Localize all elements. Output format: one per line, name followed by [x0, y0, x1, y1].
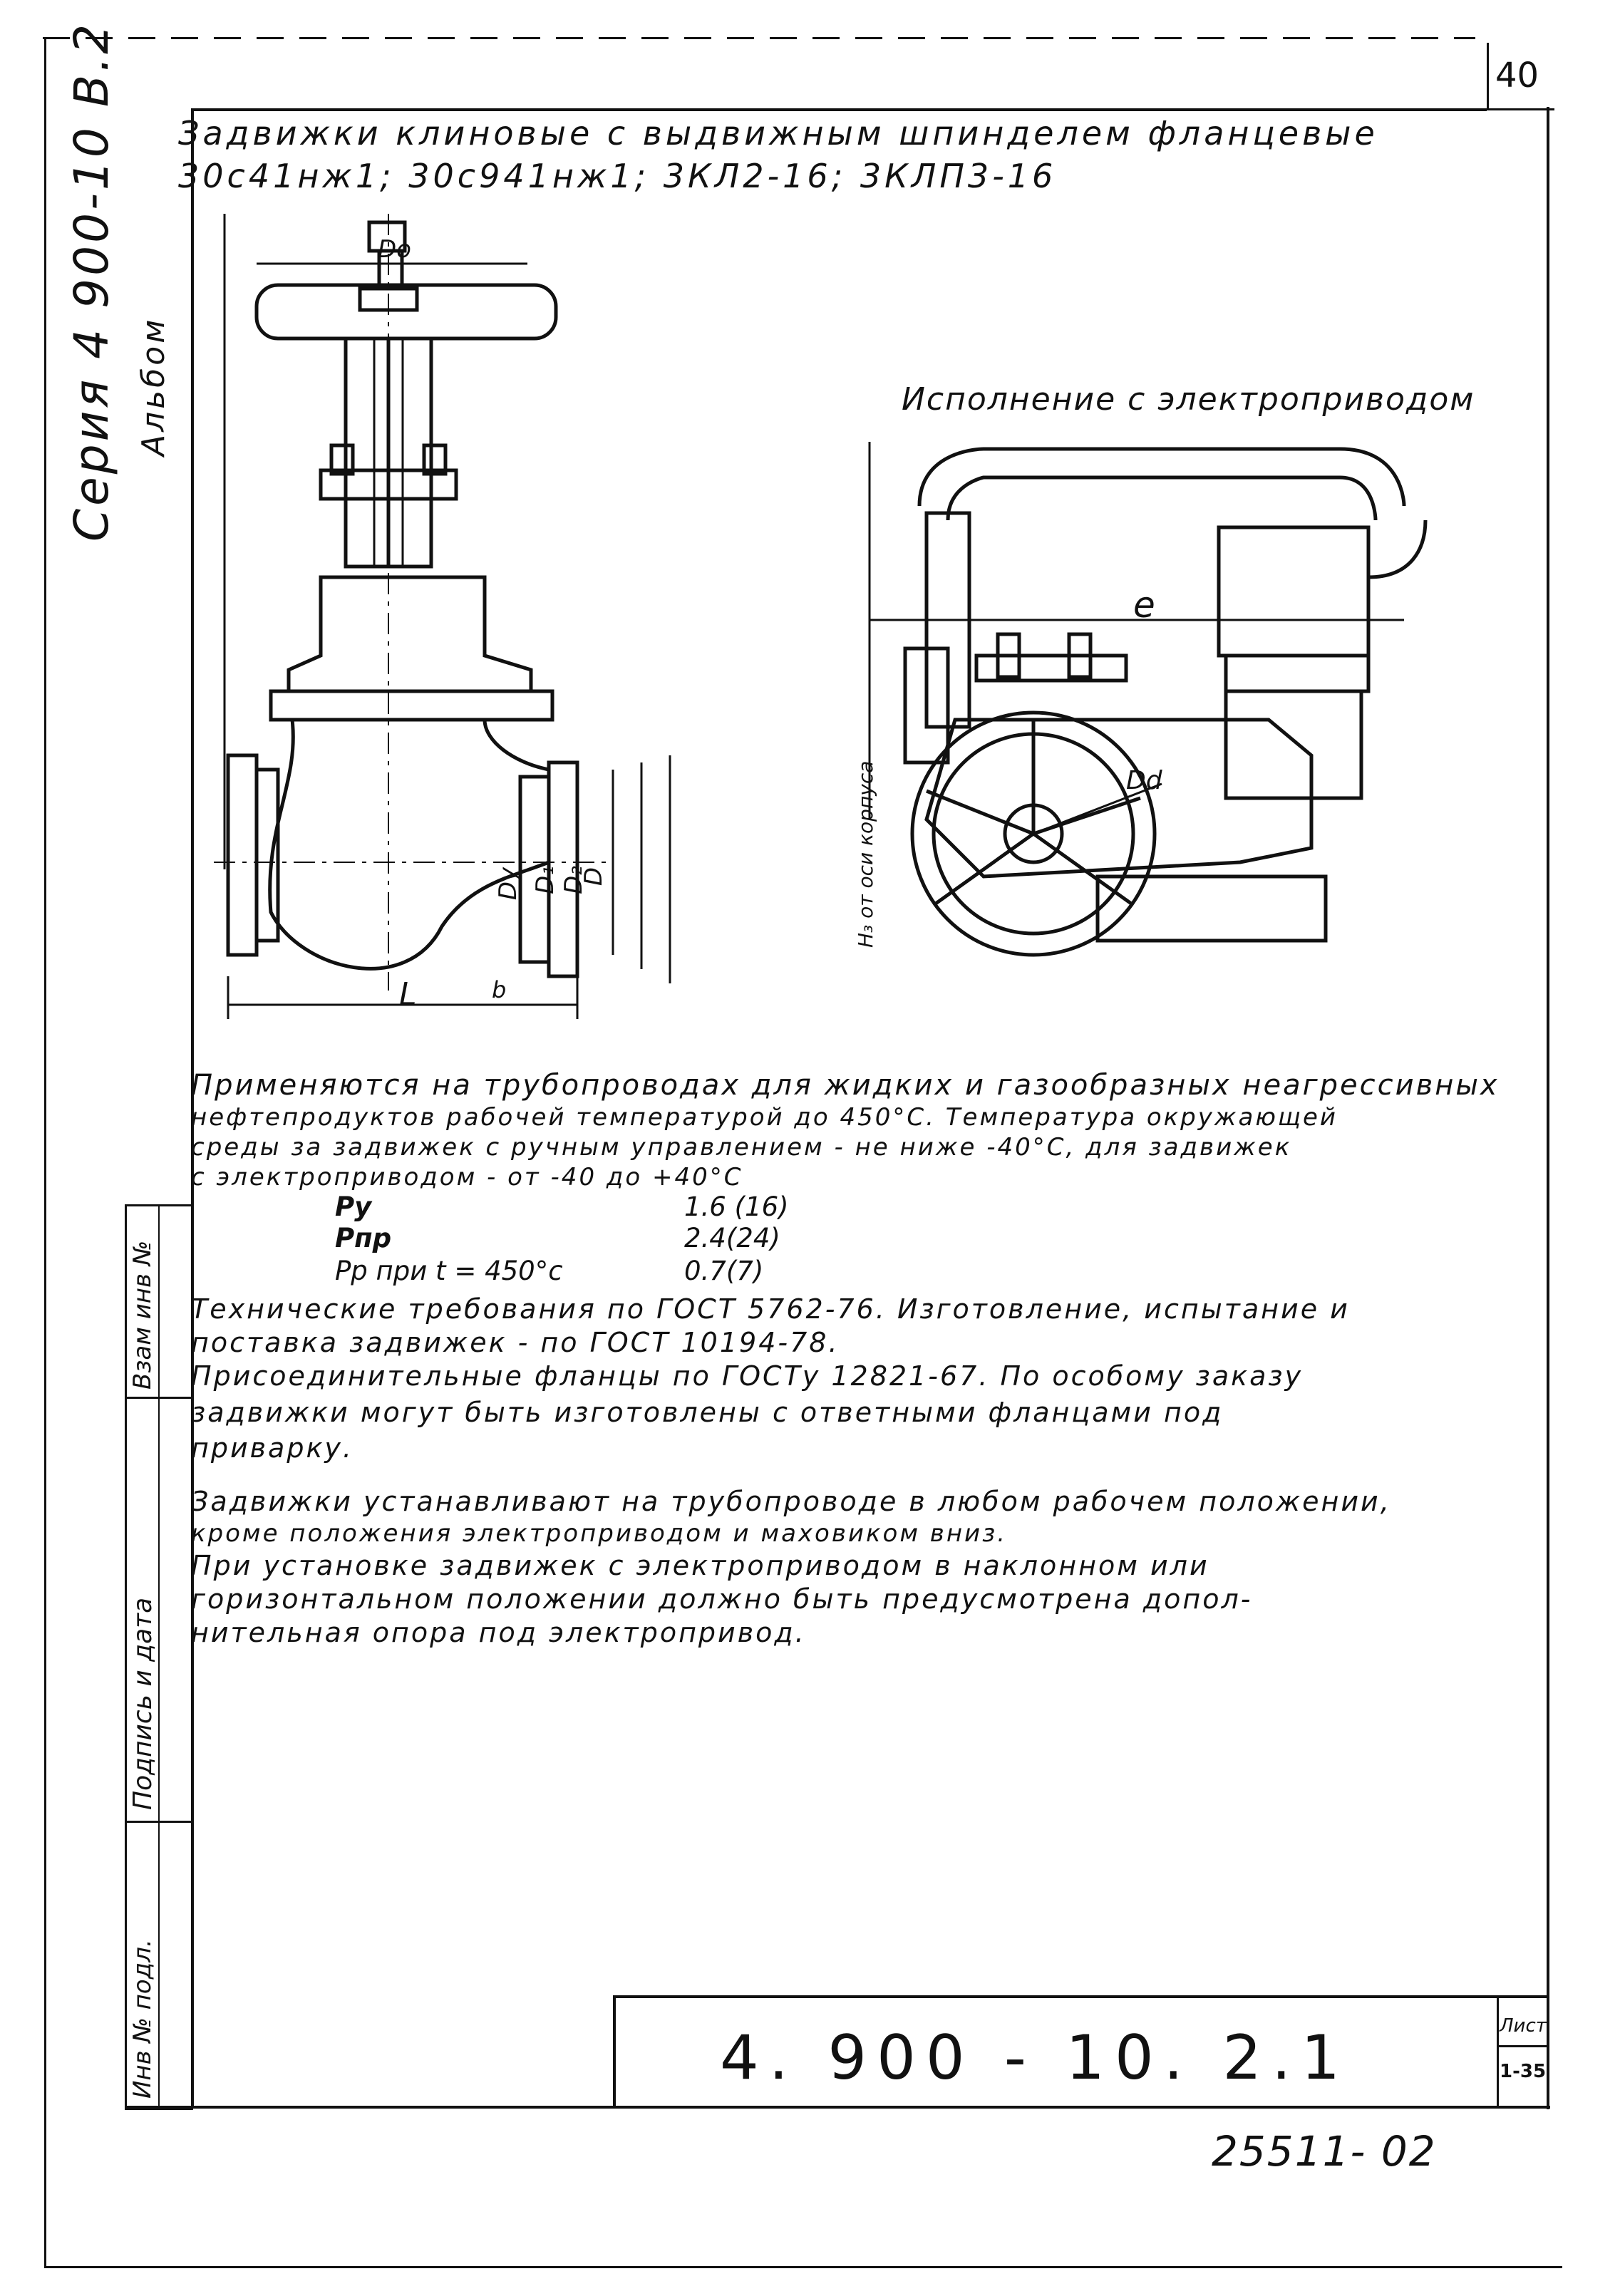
outer-frame-bottom [44, 2266, 1562, 2268]
footer-number: 25511- 02 [1212, 2127, 1437, 2176]
para2-line3: Присоединительные фланцы по ГОСТу 12821-… [191, 1360, 1304, 1392]
para1-line3: среды за задвижек с ручным управлением -… [191, 1133, 1292, 1162]
dim-l: L [399, 976, 417, 1013]
valve-body [268, 719, 551, 971]
para2-line2: поставка задвижек - по ГОСТ 10194-78. [191, 1327, 840, 1358]
dim-d: D [579, 867, 609, 886]
stamp-divider-inner [158, 1204, 160, 2106]
para3-line5: нительная опора под электропривод. [191, 1617, 806, 1648]
dim-h: H₃ от оси корпуса [854, 760, 877, 948]
inner-frame-left [191, 110, 194, 2106]
inner-frame-right [1547, 107, 1549, 2109]
sheet-cell-divider [1497, 2045, 1548, 2047]
page-number-box [1487, 43, 1554, 110]
para3-line1: Задвижки устанавливают на трубопроводе в… [191, 1486, 1391, 1517]
document-code: 4. 900 - 10. 2.1 [720, 2022, 1351, 2094]
dim-do: Do [378, 235, 411, 264]
series-label: Серия 4 900-10 В.2 [64, 21, 119, 542]
dim-b: b [492, 976, 507, 1003]
param-pp-name: Pp при t = 450°с [335, 1256, 563, 1286]
stamp-cell-vzam: Взам инв № [128, 1240, 157, 1390]
para3-line3: При установке задвижек с электроприводом… [191, 1550, 1209, 1581]
para3-line2: кроме положения электроприводом и махови… [191, 1519, 1008, 1548]
outer-frame-left [44, 37, 46, 2267]
title-block [613, 1995, 1549, 2109]
para2-line5: приварку. [191, 1432, 354, 1464]
dim-d1: D₁ [530, 866, 559, 894]
dim-e: e [1133, 584, 1155, 626]
stamp-cell-podpis: Подпись и дата [128, 1597, 158, 1810]
param-ppr-name: Pпр [335, 1223, 392, 1253]
title-line-2: 30с41нж1; 30с941нж1; 3КЛ2-16; 3КЛП3-16 [178, 157, 1057, 195]
electric-actuator-drawing [868, 442, 1428, 957]
para2-line1: Технические требования по ГОСТ 5762-76. … [191, 1293, 1350, 1325]
dim-dd: Dd [1126, 766, 1162, 795]
para2-line4: задвижки могут быть изготовлены с ответн… [191, 1397, 1224, 1428]
sheet-cell [1497, 1995, 1549, 2106]
actuator-handwheel [910, 710, 1157, 957]
inner-frame-bottom [125, 2106, 1550, 2109]
para3-line4: горизонтальном положении должно быть пре… [191, 1583, 1253, 1615]
param-ppr-value: 2.4(24) [684, 1223, 780, 1253]
title-line-1: Задвижки клиновые с выдвижным шпинделем … [178, 114, 1378, 152]
para1-line2: нефтепродуктов рабочей температурой до 4… [191, 1103, 1338, 1132]
page-number: 40 [1495, 56, 1539, 95]
motor [1217, 525, 1371, 658]
sheet-label: Лист [1500, 2015, 1547, 2037]
para1-line1: Применяются на трубопроводах для жидких … [191, 1069, 1500, 1102]
bonnet [287, 575, 533, 693]
stamp-cell-inv: Инв № подл. [128, 1939, 157, 2099]
para1-line4: с электроприводом - от -40 до +40°С [191, 1163, 743, 1191]
top-dashed-border [43, 37, 1475, 39]
gate-valve-drawing [214, 214, 671, 1019]
dim-dy: Dy [494, 867, 523, 901]
param-pp-value: 0.7(7) [684, 1256, 764, 1286]
param-py-name: Py [335, 1191, 372, 1222]
album-label: Альбом [135, 316, 172, 456]
gearbox [924, 718, 1314, 879]
left-flange [226, 753, 259, 957]
param-py-value: 1.6 (16) [684, 1191, 789, 1222]
sheet-value: 1-35 [1500, 2061, 1547, 2082]
inner-frame-top [191, 108, 1487, 111]
electric-caption: Исполнение с электроприводом [902, 381, 1475, 418]
